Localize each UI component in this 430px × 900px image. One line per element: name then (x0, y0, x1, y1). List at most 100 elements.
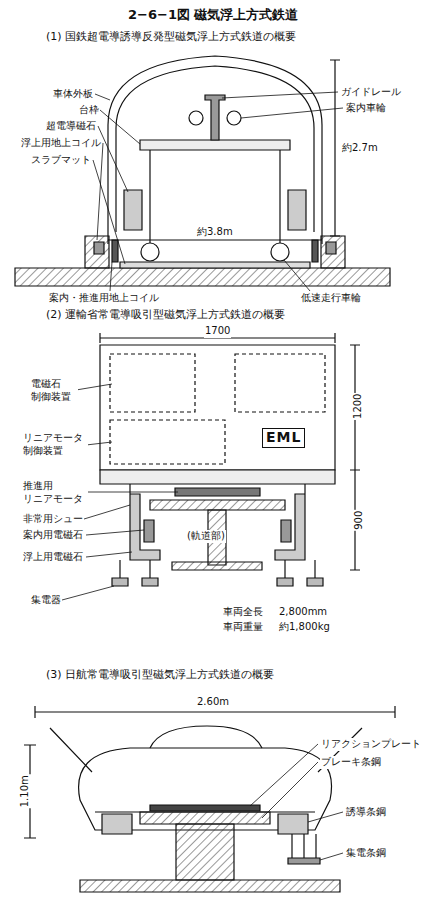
vehicle-body-2-part (110, 420, 225, 464)
part-label: 集電条鋼 (345, 847, 387, 860)
leader-lines-1-part (110, 262, 112, 291)
leader-lines-2-part (86, 442, 112, 445)
part-label: リアクションプレート (320, 738, 422, 751)
dimension-label: 900 (353, 510, 366, 531)
part-label: 浮上用地上コイル (20, 137, 102, 150)
guideway-1-part (94, 242, 104, 254)
car-body-1-part (227, 111, 241, 125)
bogie-2-part (281, 520, 291, 542)
leader-lines-1-part (100, 110, 140, 144)
bogie-2-part (120, 560, 315, 578)
part-label: 台枠 (78, 104, 100, 117)
bogie-2-part (175, 488, 260, 496)
car-body-1-part (150, 200, 280, 243)
car-body-1-part (141, 243, 159, 261)
part-label: 案内用電磁石 (22, 529, 84, 542)
dimension-label: 1.10m (19, 774, 32, 808)
guideway-1-part (120, 262, 310, 268)
dimension-lines-1-part (330, 60, 340, 236)
vehicle-body-2 (100, 345, 335, 484)
dimension-label: 1200 (352, 393, 365, 420)
leader-lines-3-part (250, 744, 318, 806)
vehicle-body-2-part (110, 354, 195, 412)
bogie-2-part (130, 484, 160, 560)
leader-lines-1-part (241, 108, 343, 118)
bogie-2-part (275, 484, 305, 560)
part-label: 浮上用電磁石 (22, 551, 84, 564)
panel-caption: (2) 運輸省常電導吸引型磁気浮上方式鉄道の概要 (45, 308, 286, 322)
bogie-2 (112, 484, 323, 586)
part-label: 非常用シュー (22, 513, 84, 526)
figure-title: 2−6−1図 磁気浮上方式鉄道 (128, 6, 298, 24)
part-label: (軌道部) (186, 530, 226, 543)
dimension-label: 約3.8m (196, 226, 234, 239)
guideway-3-part (102, 814, 132, 834)
guideway-3-part (150, 805, 260, 811)
leader-lines-1-part (98, 126, 128, 192)
car-body-1-part (288, 190, 306, 230)
spec-label: 2,800mm (278, 606, 328, 619)
part-label: 車体外板 (52, 88, 94, 101)
bogie-2-part (277, 578, 293, 586)
part-label: 推進用 リニアモータ (22, 480, 88, 505)
leader-lines-1-part (222, 92, 338, 98)
leader-lines-1-part (93, 160, 125, 264)
vehicle-body-2-part (100, 470, 335, 484)
vehicle-body-3 (50, 726, 362, 830)
part-label: リニアモータ 制御装置 (22, 432, 88, 457)
leader-lines-2-part (86, 530, 144, 535)
part-label: スラブマット (30, 154, 92, 167)
panel-caption: (3) 日航常電導吸引型磁気浮上方式鉄道の概要 (45, 668, 275, 682)
leader-lines-3-part (320, 853, 343, 860)
guideway-1-part (112, 240, 118, 262)
leader-lines-2-part (86, 492, 178, 493)
car-body-1-part (271, 243, 289, 261)
part-label: 低速走行車輪 (300, 292, 362, 305)
dimension-label: 約2.7m (341, 142, 379, 155)
leader-lines-3-part (262, 762, 318, 818)
part-label: ガイドレール (340, 86, 402, 99)
car-body-1-part (189, 111, 203, 125)
spec-label: 約1,800kg (278, 621, 331, 634)
panel-caption: (1) 国鉄超電導誘導反発型磁気浮上方式鉄道の概要 (45, 30, 297, 44)
leader-lines-1-part (95, 94, 110, 100)
vehicle-body-3-part (150, 726, 262, 748)
bogie-2-part (112, 578, 128, 586)
part-label: 誘導条鋼 (345, 806, 387, 819)
part-label: 案内車輪 (345, 102, 387, 115)
guideway-1-part (312, 240, 318, 262)
vehicle-body-2-part (100, 345, 335, 470)
part-label: 超電導磁石 (45, 120, 97, 133)
guideway-1-part (85, 236, 109, 268)
spec-label: 車両全長 (222, 606, 264, 619)
leader-lines-2-part (86, 552, 132, 557)
car-body-1-part (140, 140, 290, 150)
bogie-2-part (172, 562, 262, 570)
dimension-lines-2-part (350, 345, 360, 570)
dimension-label: 1700 (204, 325, 231, 338)
part-label: ブレーキ条鋼 (320, 756, 382, 769)
guideway-3-part (278, 814, 308, 834)
guideway-3-part (292, 834, 316, 858)
part-label: 電磁石 制御装置 (30, 378, 78, 403)
vehicle-body-3-part (50, 728, 362, 772)
bogie-2-part (307, 578, 323, 586)
leader-lines-1-part (284, 260, 310, 291)
car-body-1-part (205, 95, 225, 140)
leader-lines-1 (93, 92, 343, 291)
leader-lines-2-part (76, 384, 112, 390)
dimension-label: 2.60m (196, 696, 230, 709)
car-body-1-part (116, 66, 314, 232)
car-body-1 (108, 56, 322, 261)
leader-lines-1-part (97, 143, 103, 240)
car-body-1-part (150, 150, 280, 200)
leader-lines-3-part (308, 812, 343, 822)
part-label: 案内・推進用地上コイル (48, 292, 160, 305)
dimension-lines-1 (108, 60, 340, 244)
leader-lines-2-part (84, 505, 130, 519)
guideway-1-part (326, 242, 336, 254)
dimension-lines-1-part (108, 239, 322, 240)
guideway-3-part (288, 858, 320, 864)
spec-label: 車両重量 (222, 621, 264, 634)
